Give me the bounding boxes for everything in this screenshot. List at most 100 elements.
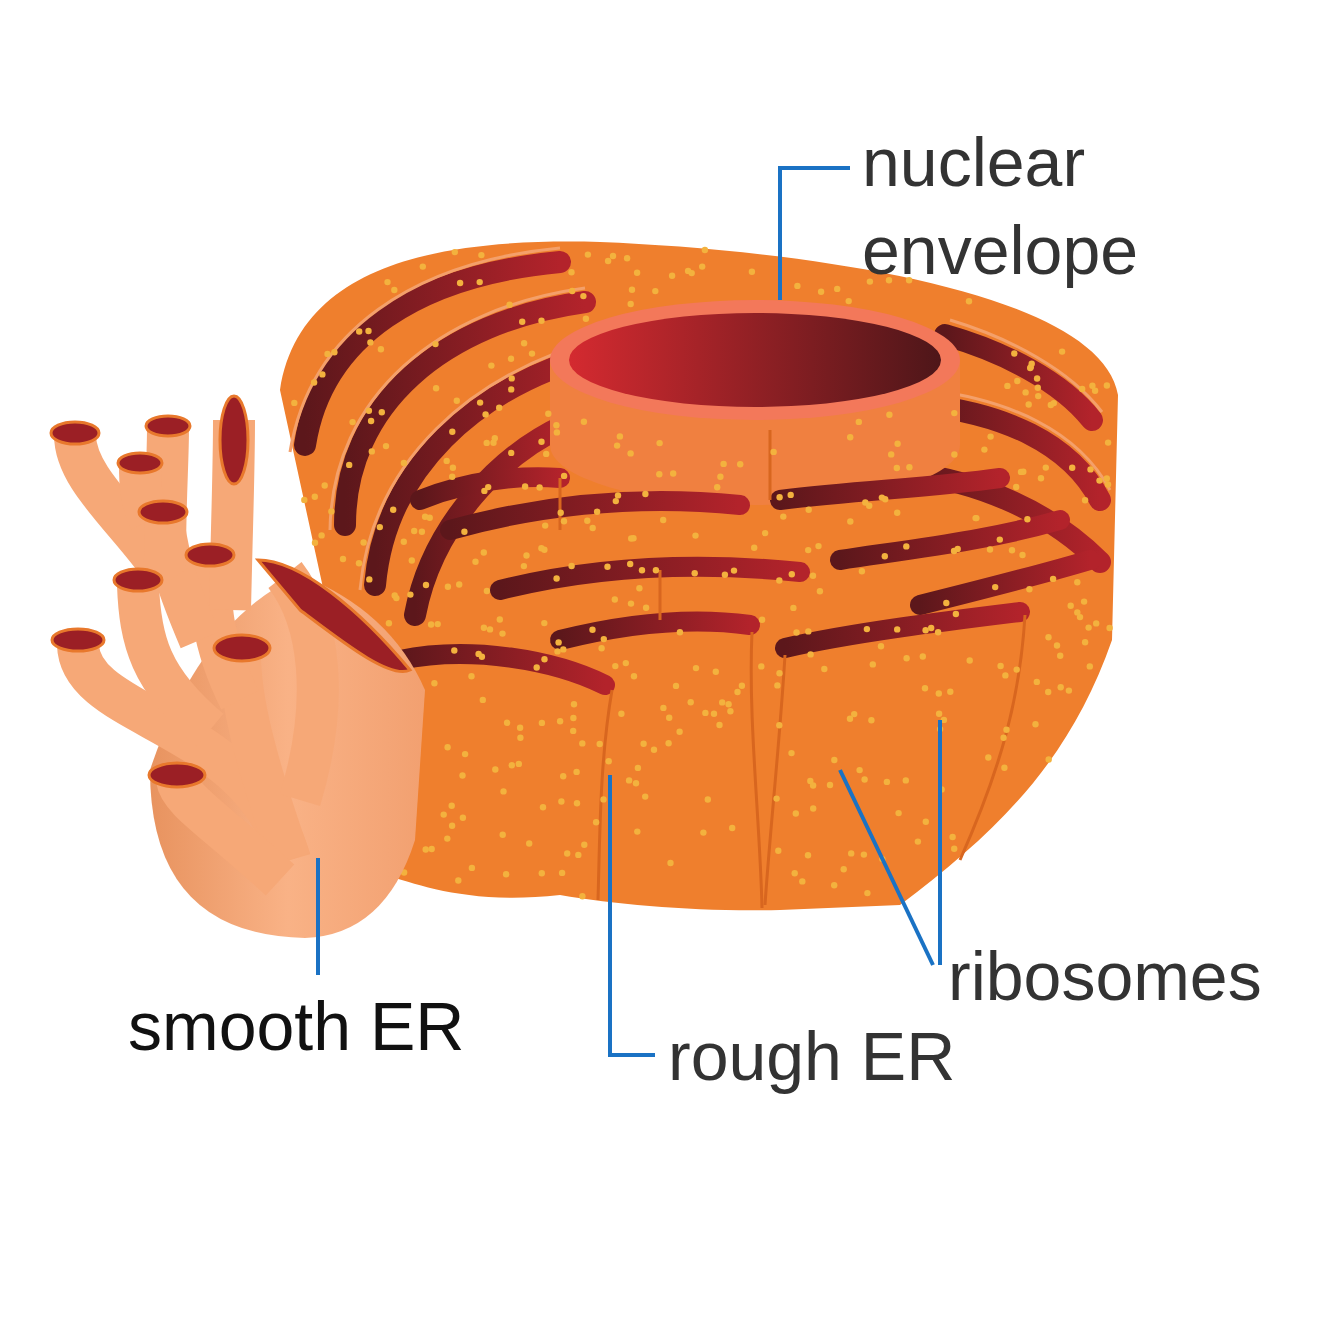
- ribosome-dot: [401, 460, 407, 466]
- ribosome-dot: [568, 269, 574, 275]
- ribosome-dot: [1050, 576, 1056, 582]
- ribosome-dot: [1013, 484, 1019, 490]
- ribosome-dot: [407, 591, 413, 597]
- ribosome-dot: [324, 351, 330, 357]
- ribosome-dot: [792, 870, 798, 876]
- ribosome-dot: [673, 683, 679, 689]
- ribosome-dot: [864, 890, 870, 896]
- ribosome-dot: [432, 341, 438, 347]
- ribosome-dot: [894, 510, 900, 516]
- ribosome-dot: [569, 288, 575, 294]
- ribosome-dot: [1068, 603, 1074, 609]
- ribosome-dot: [459, 772, 465, 778]
- ribosome-dot: [508, 356, 514, 362]
- ribosome-dot: [445, 584, 451, 590]
- ribosome-dot: [508, 386, 514, 392]
- ribosome-dot: [903, 655, 909, 661]
- part-label: rough ER: [668, 1012, 955, 1100]
- ribosome-dot: [793, 629, 799, 635]
- ribosome-dot: [516, 761, 522, 767]
- ribosome-dot: [554, 648, 560, 654]
- ribosome-dot: [543, 451, 549, 457]
- ribosome-dot: [560, 646, 566, 652]
- ribosome-dot: [571, 701, 577, 707]
- ribosome-dot: [379, 409, 385, 415]
- ribosome-dot: [1081, 598, 1087, 604]
- ribosome-dot: [384, 279, 390, 285]
- ribosome-dot: [428, 621, 434, 627]
- ribosome-dot: [311, 379, 317, 385]
- ribosome-dot: [702, 710, 708, 716]
- ribosome-dot: [589, 627, 595, 633]
- ribosome-dot: [356, 560, 362, 566]
- ribosome-dot: [967, 657, 973, 663]
- ribosome-dot: [555, 639, 561, 645]
- ribosome-dot: [627, 561, 633, 567]
- ribosome-dot: [656, 471, 662, 477]
- part-label: nuclear envelope: [862, 118, 1222, 294]
- ribosome-dot: [627, 450, 633, 456]
- ribosome-dot: [590, 525, 596, 531]
- ribosome-dot: [903, 777, 909, 783]
- ribosome-dot: [1096, 477, 1102, 483]
- ribosome-dot: [482, 411, 488, 417]
- ribosome-dot: [500, 788, 506, 794]
- ribosome-dot: [541, 547, 547, 553]
- ribosome-dot: [702, 247, 708, 253]
- ribosome-dot: [635, 765, 641, 771]
- ribosome-dot: [623, 660, 629, 666]
- ribosome-dot: [780, 513, 786, 519]
- ribosome-dot: [1082, 497, 1088, 503]
- ribosome-dot: [626, 777, 632, 783]
- ribosome-dot: [775, 848, 781, 854]
- ribosome-dot: [947, 689, 953, 695]
- ribosome-dot: [1034, 375, 1040, 381]
- ribosome-dot: [545, 411, 551, 417]
- ribosome-dot: [1027, 365, 1033, 371]
- ribosome-dot: [624, 255, 630, 261]
- ribosome-dot: [759, 617, 765, 623]
- ribosome-dot: [441, 811, 447, 817]
- ribosome-dot: [920, 653, 926, 659]
- ribosome-dot: [1106, 625, 1112, 631]
- ribosome-dot: [847, 716, 853, 722]
- ribosome-dot: [827, 782, 833, 788]
- ribosome-dot: [613, 498, 619, 504]
- ribosome-dot: [597, 741, 603, 747]
- ribosome-dot: [1087, 466, 1093, 472]
- ribosome-dot: [401, 539, 407, 545]
- ribosome-dot: [540, 804, 546, 810]
- ribosome-dot: [614, 442, 620, 448]
- ribosome-dot: [538, 318, 544, 324]
- ribosome-dot: [722, 572, 728, 578]
- ribosome-dot: [666, 715, 672, 721]
- ribosome-dot: [534, 664, 540, 670]
- ribosome-dot: [864, 626, 870, 632]
- ribosome-dot: [751, 545, 757, 551]
- ribosome-dot: [776, 494, 782, 500]
- ribosome-dot: [472, 559, 478, 565]
- ribosome-dot: [541, 656, 547, 662]
- ribosome-dot: [1105, 481, 1111, 487]
- ribosome-dot: [1105, 439, 1111, 445]
- ribosome-dot: [806, 507, 812, 513]
- ribosome-dot: [601, 636, 607, 642]
- ribosome-dot: [831, 757, 837, 763]
- ribosome-dot: [720, 461, 726, 467]
- ribosome-dot: [688, 699, 694, 705]
- ribosome-dot: [634, 828, 640, 834]
- ribosome-dot: [677, 629, 683, 635]
- ribosome-dot: [1093, 620, 1099, 626]
- ribosome-dot: [615, 492, 621, 498]
- ribosome-dot: [386, 620, 392, 626]
- ribosome-dot: [700, 829, 706, 835]
- ribosome-dot: [848, 850, 854, 856]
- ribosome-dot: [758, 663, 764, 669]
- ribosome-dot: [539, 720, 545, 726]
- ribosome-dot: [521, 563, 527, 569]
- ribosome-dot: [841, 866, 847, 872]
- ribosome-dot: [636, 585, 642, 591]
- smooth-er: [51, 396, 425, 938]
- ribosome-dot: [762, 530, 768, 536]
- ribosome-dot: [519, 319, 525, 325]
